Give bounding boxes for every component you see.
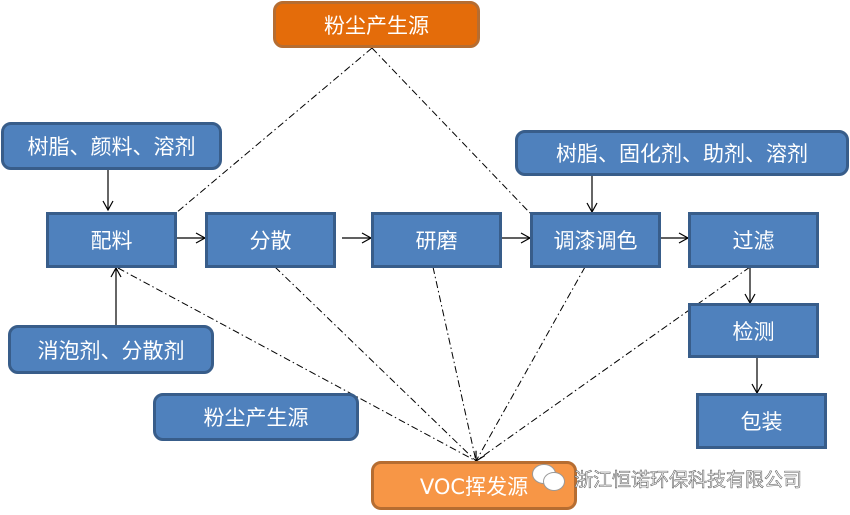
wechat-icon — [530, 462, 566, 494]
step-packing-label: 包装 — [740, 410, 783, 434]
input-resin-curing-additive-solvent: 树脂、固化剂、助剂、溶剂 — [515, 130, 849, 176]
voc-line-from-grinding — [432, 266, 477, 462]
dust-source-top: 粉尘产生源 — [273, 1, 480, 48]
voc-source-label: VOC挥发源 — [419, 474, 529, 499]
input-defoamer-dispersant: 消泡剂、分散剂 — [8, 325, 214, 374]
step-filtering-label: 过滤 — [732, 229, 775, 253]
step-batching: 配料 — [46, 212, 177, 268]
step-grinding-label: 研磨 — [415, 229, 458, 253]
step-tinting-label: 调漆调色 — [553, 229, 638, 253]
dust-source-middle-label: 粉尘产生源 — [203, 406, 309, 430]
dust-source-top-label: 粉尘产生源 — [324, 13, 429, 38]
input-resin-pigment-solvent: 树脂、颜料、溶剂 — [1, 122, 222, 170]
step-testing-label: 检测 — [732, 319, 775, 344]
watermark-text: 浙江恒诺环保科技有限公司 — [574, 468, 803, 491]
voc-source: VOC挥发源 — [371, 461, 577, 510]
voc-line-from-filtering — [475, 266, 751, 462]
dust-line-to-tinting — [371, 47, 531, 214]
voc-line-from-batching — [117, 267, 477, 462]
step-grinding: 研磨 — [371, 212, 502, 268]
input-resin-curing-additive-solvent-label: 树脂、固化剂、助剂、溶剂 — [556, 142, 808, 166]
step-filtering: 过滤 — [688, 212, 819, 268]
step-packing: 包装 — [696, 393, 827, 449]
step-dispersing-label: 分散 — [249, 229, 292, 253]
voc-line-from-tinting — [475, 266, 586, 463]
watermark: 浙江恒诺环保科技有限公司 — [530, 462, 802, 494]
step-tinting: 调漆调色 — [530, 212, 661, 268]
input-resin-pigment-solvent-label: 树脂、颜料、溶剂 — [27, 135, 196, 159]
step-batching-label: 配料 — [90, 229, 133, 253]
step-dispersing: 分散 — [205, 212, 336, 268]
step-testing: 检测 — [688, 303, 819, 358]
input-defoamer-dispersant-label: 消泡剂、分散剂 — [37, 338, 185, 363]
dust-line-to-batching — [175, 47, 373, 214]
dust-source-middle: 粉尘产生源 — [153, 393, 359, 441]
voc-line-from-dispersing — [274, 266, 477, 462]
